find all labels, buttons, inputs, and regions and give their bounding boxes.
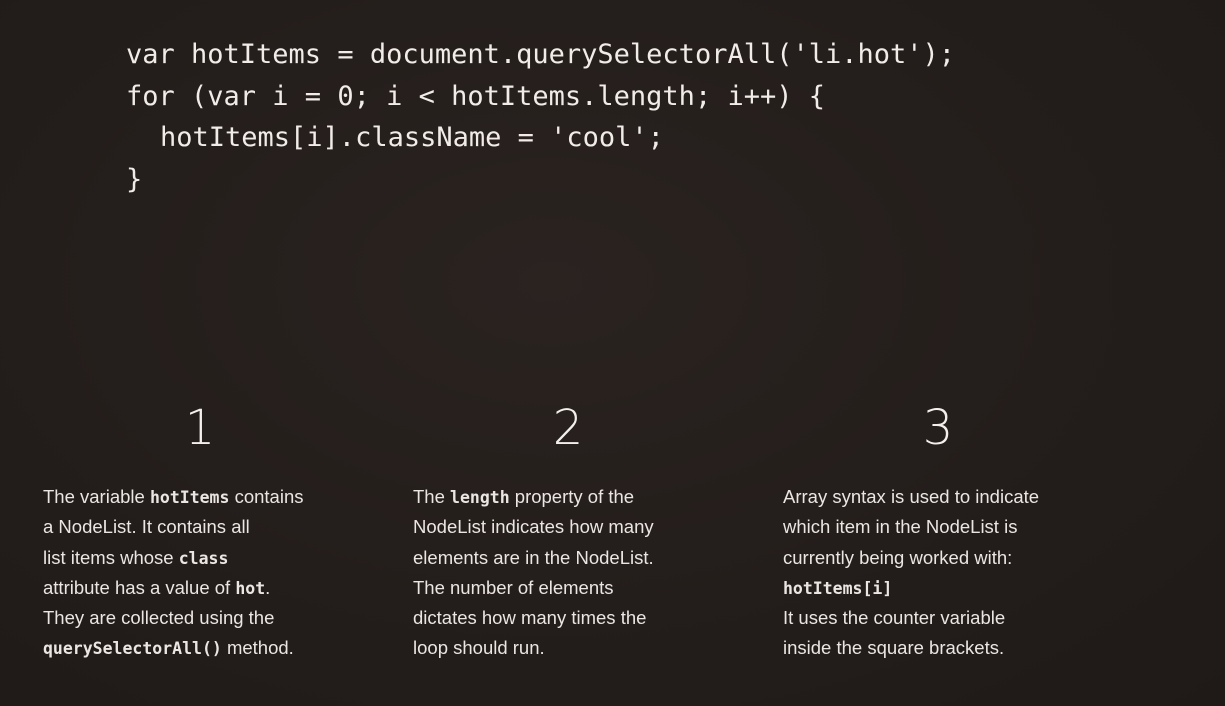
text-run: elements are in the NodeList. [413,546,654,568]
text-run: currently being worked with: [783,546,1013,568]
code-line: for (var i = 0; i < hotItems.length; i++… [126,80,825,112]
step-text-line: elements are in the NodeList. [413,543,743,573]
text-run: loop should run. [413,637,545,659]
step-text-line: inside the square brackets. [783,633,1113,663]
text-run: property of the [509,486,635,507]
step-text-line: dictates how many times the [413,603,743,633]
step-text-line: a NodeList. It contains all [43,512,373,542]
code-line: var hotItems = document.querySelectorAll… [126,39,956,70]
step-text-line: The variable hotItems contains [43,482,373,512]
step-3-annotation: 3 Array syntax is used to indicate which… [783,398,1113,664]
step-2-annotation: 2 The length property of the NodeList in… [413,398,743,664]
step-text-line: hotItems[i] [783,573,1113,603]
step-text-line: list items whose class [43,543,373,573]
text-run: a NodeList. It contains all [43,516,250,538]
step-text-line: They are collected using the [43,603,373,633]
text-run: Array syntax is used to indicate [783,486,1040,507]
text-run: It uses the counter variable [783,607,1006,629]
code-line: hotItems[i].className = 'cool'; [160,122,664,153]
text-run: inside the square brackets. [783,637,1005,659]
step-text-line: Array syntax is used to indicate [783,482,1113,512]
step-text-line: querySelectorAll() method. [43,633,373,663]
text-run: NodeList indicates how many [413,516,654,538]
text-run: contains [229,486,304,507]
step-description: Array syntax is used to indicate which i… [783,482,1113,664]
step-description: The length property of the NodeList indi… [413,482,743,664]
inline-code: hot [235,578,266,598]
step-description: The variable hotItems contains a NodeLis… [43,482,373,664]
text-run: . [265,576,271,598]
text-run: The [413,486,451,507]
step-text-line: loop should run. [413,633,743,663]
step-text-line: It uses the counter variable [783,603,1113,633]
text-run: The number of elements [413,576,614,598]
code-line: } [126,163,143,195]
step-text-line: The number of elements [413,573,743,603]
step-text-line: The length property of the [413,482,743,512]
step-number: 2 [552,400,584,456]
step-number: 3 [922,400,954,456]
step-1-annotation: 1 The variable hotItems contains a NodeL… [43,398,373,664]
step-text-line: attribute has a value of hot. [43,573,373,603]
text-run: attribute has a value of [43,576,236,598]
inline-code: hotItems [149,488,230,507]
inline-code: length [450,488,510,507]
inline-code: class [178,548,229,568]
inline-code: hotItems[i] [783,578,893,598]
text-run: They are collected using the [43,607,275,629]
step-text-line: which item in the NodeList is [783,512,1113,542]
text-run: method. [221,637,294,659]
step-text-line: NodeList indicates how many [413,512,743,542]
code-example: var hotItems = document.querySelectorAll… [126,34,955,200]
step-text-line: currently being worked with: [783,543,1113,573]
text-run: The variable [43,486,150,507]
inline-code: querySelectorAll() [43,639,222,659]
step-number: 1 [184,400,216,456]
text-run: list items whose [43,546,179,568]
text-run: dictates how many times the [413,607,647,629]
text-run: which item in the NodeList is [783,516,1018,538]
